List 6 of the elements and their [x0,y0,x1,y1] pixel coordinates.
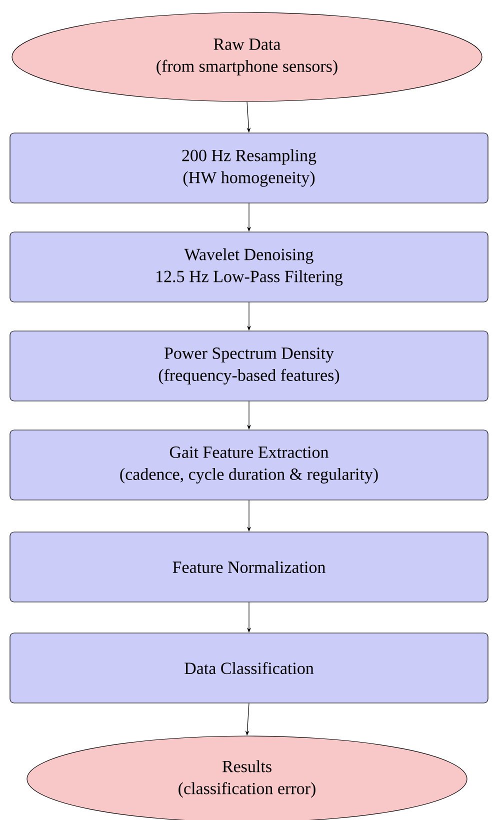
process-box: Power Spectrum Density (frequency-based features) [10,330,488,402]
process-box: 200 Hz Resampling (HW homogeneity) [10,132,488,204]
process-box: Feature Normalization [10,532,488,602]
process-box: Data Classification [10,632,488,704]
process-box: Wavelet Denoising 12.5 Hz Low-Pass Filtering [10,232,488,302]
process-box: Gait Feature Extraction (cadence, cycle duration & regularity) [10,430,488,500]
